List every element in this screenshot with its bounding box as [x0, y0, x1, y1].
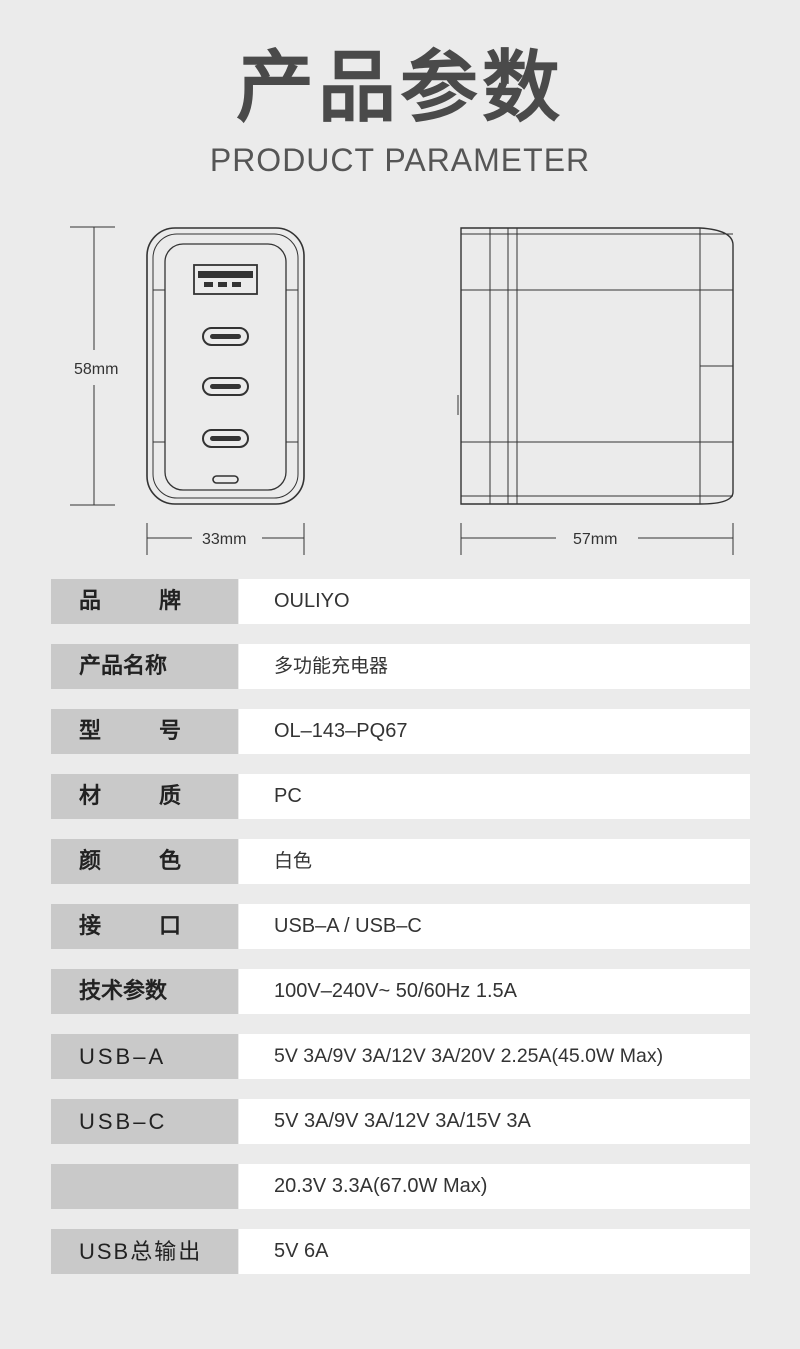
- spec-row-brand: 品 牌 OULIYO: [51, 579, 750, 624]
- spec-key-char: 口: [158, 914, 181, 939]
- spec-row-product-name: 产品名称 多功能充电器: [51, 644, 750, 689]
- page-subtitle: PRODUCT PARAMETER: [209, 142, 591, 178]
- spec-key: [51, 1164, 238, 1209]
- usb-c-port-icon: [202, 327, 249, 448]
- spec-table: 品 牌 OULIYO 产品名称 多功能充电器 型 号 OL–143–PQ67 材…: [51, 579, 750, 1294]
- usb-a-port-icon: [193, 264, 258, 295]
- spec-row-color: 颜 色 白色: [51, 839, 750, 884]
- spec-value: 5V 3A/9V 3A/12V 3A/20V 2.25A(45.0W Max): [238, 1034, 750, 1079]
- indicator-light: [212, 475, 239, 484]
- spec-key: USB总输出: [51, 1229, 238, 1274]
- spec-key: USB–A: [51, 1034, 238, 1079]
- spec-row-usb-c: USB–C 5V 3A/9V 3A/12V 3A/15V 3A: [51, 1099, 750, 1144]
- spec-key-char: 号: [158, 719, 181, 744]
- spec-value: 20.3V 3.3A(67.0W Max): [238, 1164, 750, 1209]
- spec-value: 100V–240V~ 50/60Hz 1.5A: [238, 969, 750, 1014]
- spec-key-char: 接: [79, 914, 102, 939]
- spec-key: USB–C: [51, 1099, 238, 1144]
- spec-row-interface: 接 口 USB–A / USB–C: [51, 904, 750, 949]
- spec-row-usb-c-pps: 20.3V 3.3A(67.0W Max): [51, 1164, 750, 1209]
- spec-key: 材 质: [51, 774, 238, 819]
- spec-row-material: 材 质 PC: [51, 774, 750, 819]
- front-view: [146, 227, 305, 505]
- spec-key: 产品名称: [51, 644, 238, 689]
- spec-row-usb-total: USB总输出 5V 6A: [51, 1229, 750, 1274]
- spec-row-tech: 技术参数 100V–240V~ 50/60Hz 1.5A: [51, 969, 750, 1014]
- width-label: 33mm: [202, 531, 246, 548]
- spec-key: 型 号: [51, 709, 238, 754]
- spec-value: 多功能充电器: [238, 644, 750, 689]
- spec-value: OULIYO: [238, 579, 750, 624]
- product-dimension-drawing: 58mm 33mm 57mm: [70, 226, 734, 555]
- depth-label: 57mm: [573, 531, 617, 548]
- side-view: [457, 227, 734, 505]
- spec-key-char: 颜: [79, 849, 102, 874]
- spec-key: 品 牌: [51, 579, 238, 624]
- spec-value: 白色: [238, 839, 750, 884]
- spec-key-char: 牌: [158, 589, 181, 614]
- spec-key-char: 品: [79, 589, 102, 614]
- spec-key-char: 型: [79, 719, 102, 744]
- spec-row-model: 型 号 OL–143–PQ67: [51, 709, 750, 754]
- spec-value: OL–143–PQ67: [238, 709, 750, 754]
- spec-value: PC: [238, 774, 750, 819]
- spec-value: 5V 6A: [238, 1229, 750, 1274]
- spec-value: 5V 3A/9V 3A/12V 3A/15V 3A: [238, 1099, 750, 1144]
- spec-row-usb-a: USB–A 5V 3A/9V 3A/12V 3A/20V 2.25A(45.0W…: [51, 1034, 750, 1079]
- depth-dimension: [460, 523, 734, 555]
- spec-value: USB–A / USB–C: [238, 904, 750, 949]
- spec-key: 接 口: [51, 904, 238, 949]
- page-title: 产品参数: [235, 43, 564, 133]
- spec-key-char: 质: [158, 784, 181, 809]
- spec-key-char: 色: [158, 849, 181, 874]
- spec-key-char: 材: [79, 784, 102, 809]
- spec-key: 技术参数: [51, 969, 238, 1014]
- width-dimension: [146, 523, 305, 555]
- height-label: 58mm: [74, 361, 118, 378]
- height-dimension: [70, 226, 115, 506]
- spec-key: 颜 色: [51, 839, 238, 884]
